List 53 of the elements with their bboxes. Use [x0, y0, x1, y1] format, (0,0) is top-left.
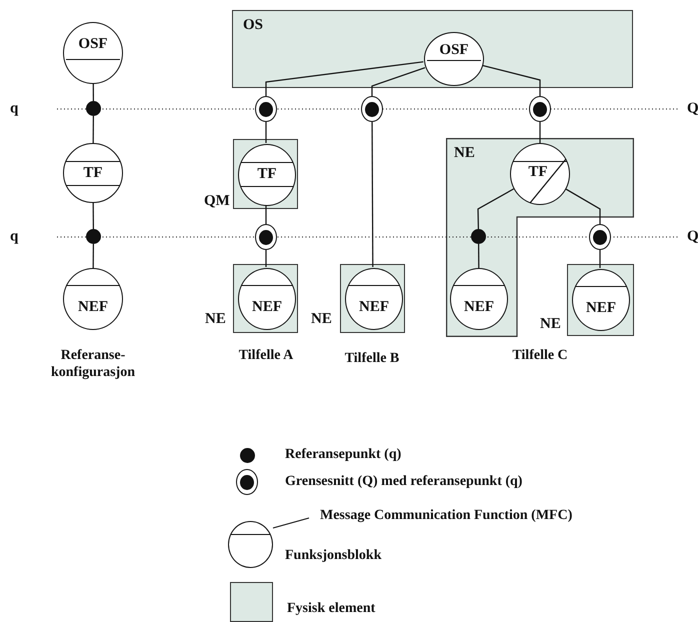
interface-point-ring: [255, 96, 277, 122]
connector-line: [92, 84, 94, 101]
element-heading: QM: [204, 193, 230, 209]
connector-line: [92, 203, 94, 229]
connector-line: [372, 122, 374, 267]
element-heading: NE: [540, 316, 561, 332]
legend-text: Referansepunkt (q): [285, 447, 402, 463]
connector-line: [265, 61, 424, 96]
block-label: TF: [82, 165, 104, 181]
element-heading: NE: [205, 311, 226, 327]
level-label: q: [10, 228, 18, 246]
connector-line: [92, 244, 94, 268]
block-label: NEF: [77, 299, 109, 315]
case-caption: Referanse- konfigurasjon: [50, 347, 136, 381]
level-label: Q: [687, 100, 698, 118]
connector-line: [478, 244, 480, 268]
block-label: OSF: [77, 36, 109, 52]
connector-line: [539, 122, 541, 143]
block-label: TF: [256, 166, 278, 182]
connector-line: [92, 116, 94, 143]
connector-line: [265, 250, 267, 267]
block-label: NEF: [463, 299, 495, 315]
connector-line: [477, 188, 514, 230]
reference-point-dot: [86, 101, 101, 116]
reference-point-dot: [86, 229, 101, 244]
connector-line: [599, 250, 601, 268]
level-label: q: [10, 100, 18, 118]
case-caption: Tilfelle C: [511, 347, 569, 364]
element-heading: OS: [243, 17, 264, 33]
connector-line: [371, 67, 426, 96]
case-caption: Tilfelle B: [344, 350, 400, 367]
physical-element-box: [232, 10, 633, 88]
legend-text: Fysisk element: [287, 601, 376, 617]
block-label: OSF: [438, 42, 470, 58]
connector-line: [265, 205, 267, 224]
block-label: NEF: [585, 300, 617, 316]
interface-point-ring: [529, 96, 551, 122]
element-heading: NE: [311, 311, 332, 327]
connector-line: [482, 64, 541, 96]
case-caption: Tilfelle A: [238, 347, 294, 364]
interface-point-ring: [361, 96, 383, 122]
block-label: NEF: [251, 299, 283, 315]
legend-text: Message Communication Function (MFC): [320, 508, 572, 524]
interface-point-ring: [255, 224, 277, 250]
connector-line: [566, 188, 601, 224]
interface-point-ring: [589, 224, 611, 250]
level-label: Q: [687, 228, 698, 246]
block-label: TF: [527, 164, 549, 180]
legend-text: Funksjonsblokk: [285, 548, 382, 564]
legend-text: Grensesnitt (Q) med referansepunkt (q): [285, 474, 522, 490]
connector-line: [265, 122, 267, 143]
block-label: NEF: [358, 299, 390, 315]
element-heading: NE: [454, 145, 475, 161]
